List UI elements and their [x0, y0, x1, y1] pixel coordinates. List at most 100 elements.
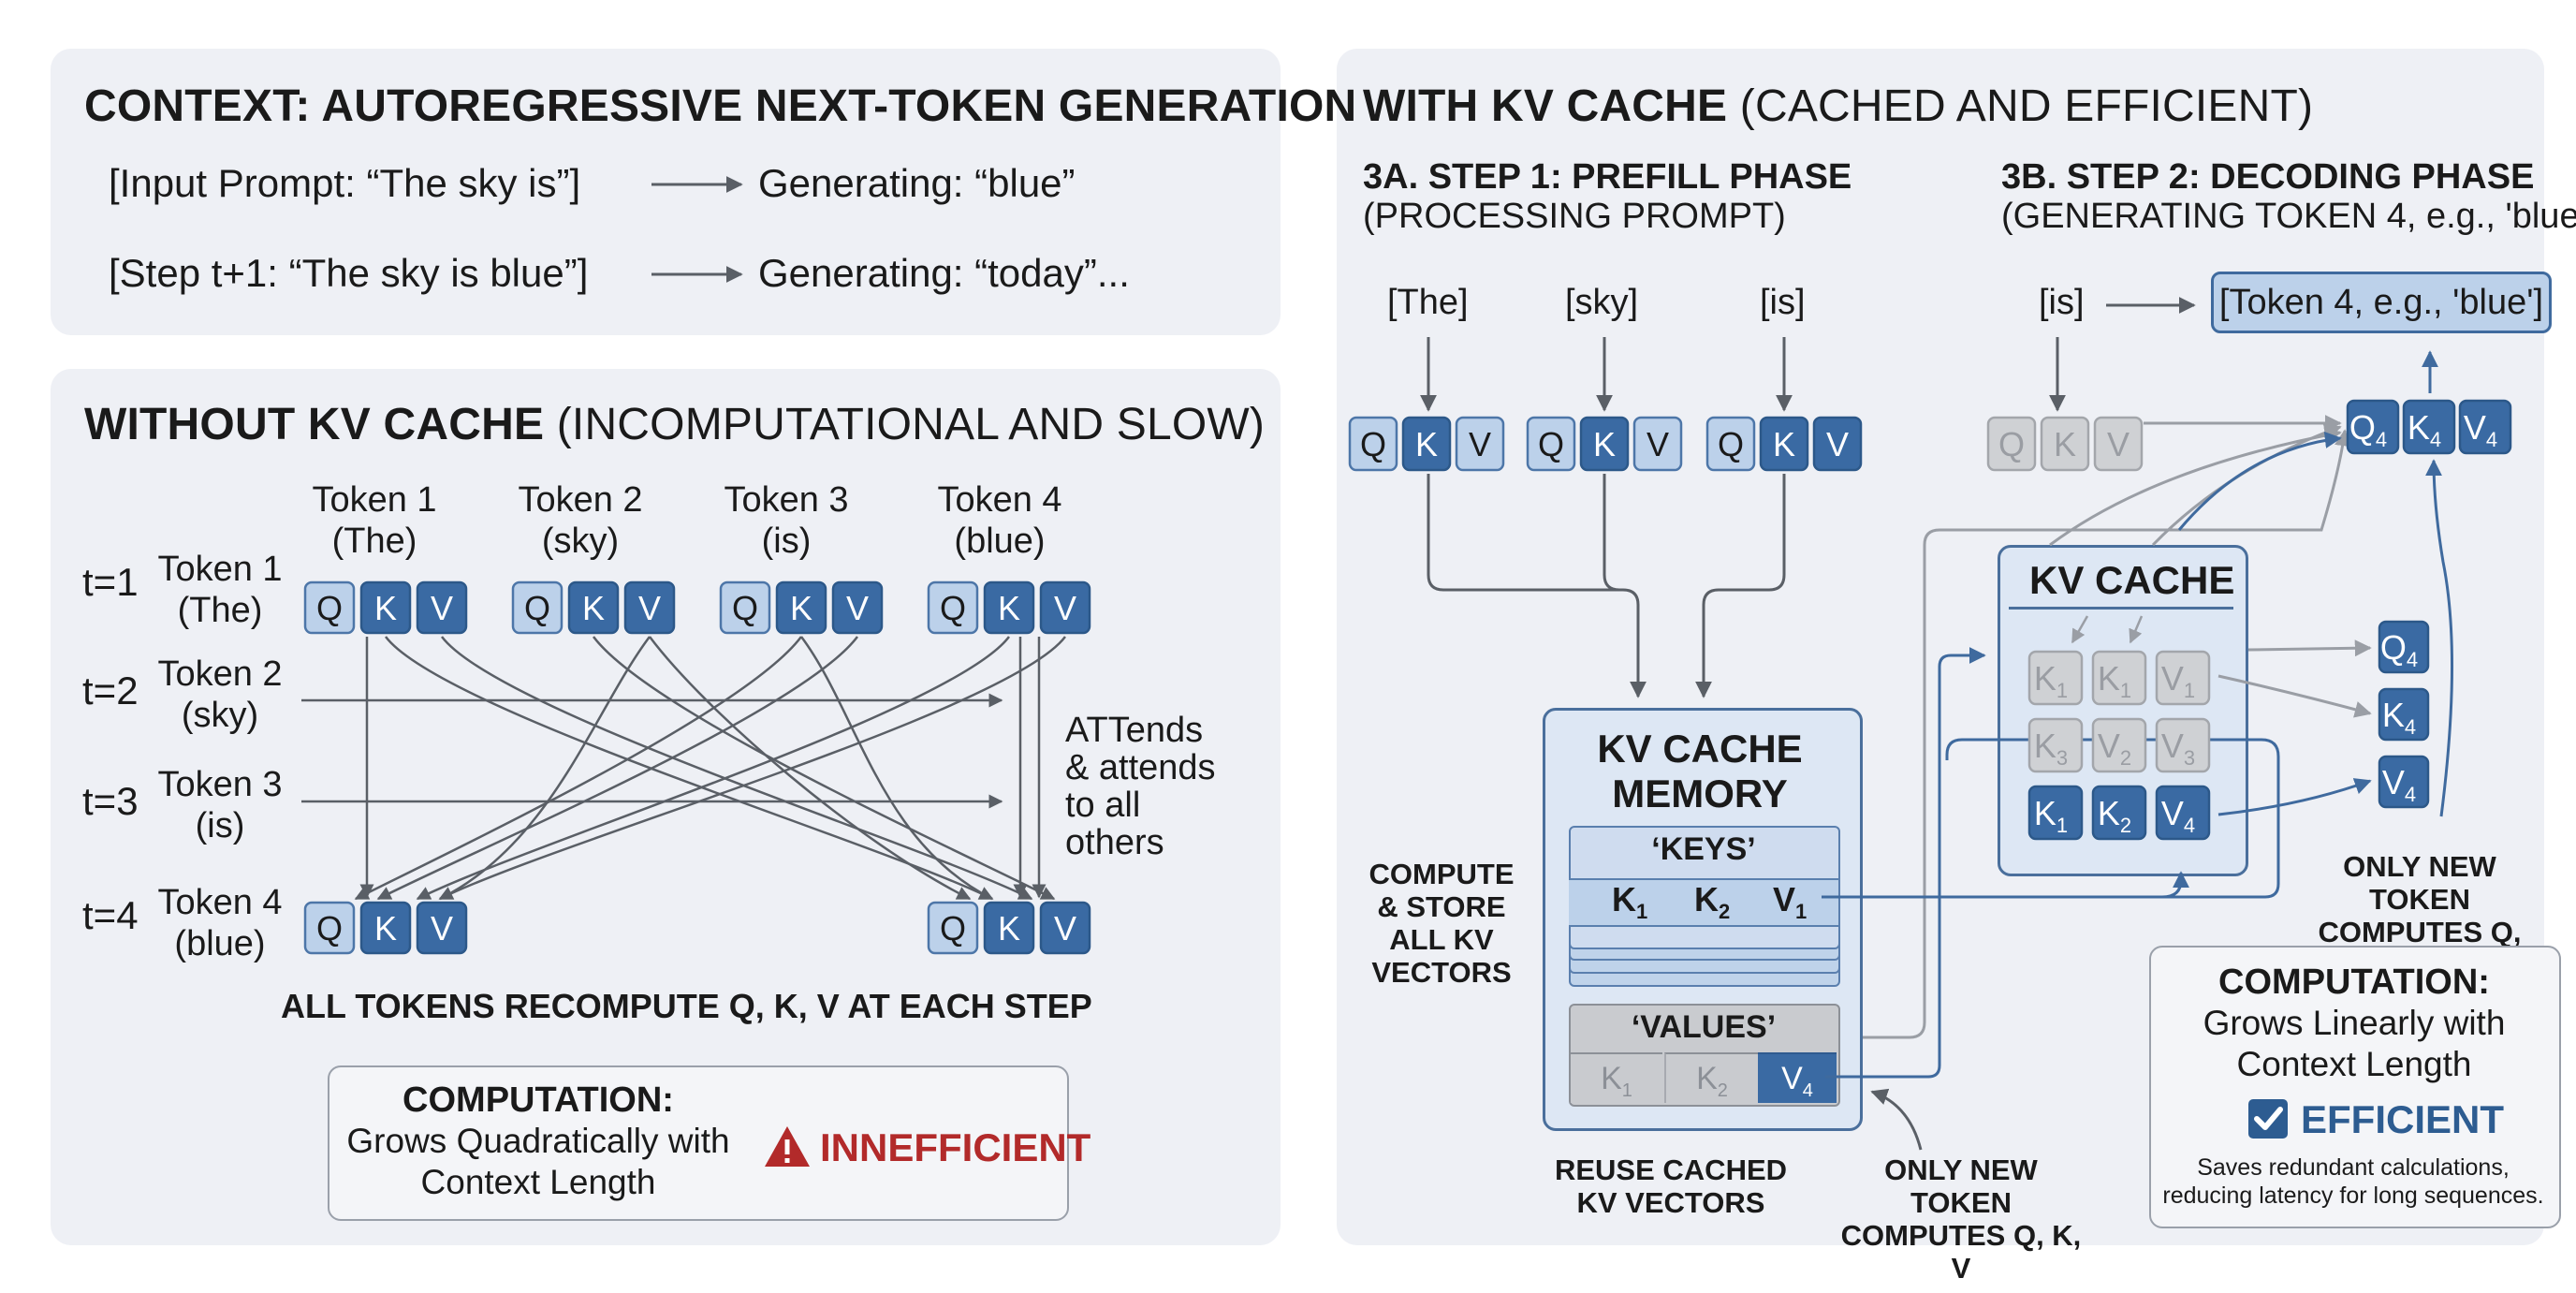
svg-text:Q: Q [316, 589, 343, 627]
svg-text:K: K [374, 909, 397, 948]
token4-qkv-q: Q [927, 580, 979, 635]
cache-to-v4-arrow [2217, 778, 2372, 816]
reuse-note: REUSE CACHED KV VECTORS [1554, 1153, 1788, 1219]
with-computation-text: COMPUTATION: Grows Linearly with Context… [2153, 962, 2555, 1085]
row-token-name: Token 3 [157, 765, 283, 804]
step2-title: 3B. STEP 2: DECODING PHASE [2001, 157, 2535, 197]
cache-in-arrow [2129, 615, 2144, 644]
token2-qkv-k: K [567, 580, 620, 635]
context-title: CONTEXT: AUTOREGRESSIVE NEXT-TOKEN GENER… [84, 81, 1357, 131]
token2-qkv-v: V [623, 580, 676, 635]
svg-text:Q: Q [732, 589, 758, 627]
context-line1-right: Generating: “blue” [758, 161, 1076, 205]
svg-text:Q: Q [1998, 425, 2025, 463]
k-sub: 1 [1636, 900, 1648, 924]
column-header-word: (is) [761, 522, 812, 561]
v-sub: 4 [1802, 1080, 1813, 1101]
k-letter: K [1694, 880, 1719, 918]
row-token-2: Token 2 (sky) [150, 654, 290, 736]
values-v-cell-2: K2 [1664, 1052, 1758, 1103]
column-header-word: (The) [331, 522, 417, 561]
row-step-3: t=3 [82, 779, 139, 823]
svg-text:V: V [1647, 425, 1669, 463]
cache-0-1: K1 [2091, 650, 2147, 706]
k-sub: 2 [1719, 900, 1731, 924]
cache-loop-arrow [1835, 738, 2280, 899]
prefill-to-memory-arrow [1427, 474, 1647, 698]
prefill-token2-v: V [1632, 416, 1683, 472]
svg-text:K: K [998, 909, 1020, 948]
cache-to-new-blue-arrow [2177, 432, 2342, 531]
attends-note: ATTends & attends to all others [1065, 711, 1216, 862]
cache-0-2: V1 [2155, 650, 2211, 706]
column-header-1: Token 1 (The) [309, 479, 440, 562]
prefill-to-memory-arrow [1695, 474, 1786, 698]
cache-to-new-arrow [2049, 427, 2342, 547]
svg-text:V: V [1054, 589, 1076, 627]
pointer-to-v4 [1870, 1088, 1923, 1151]
cache-2-2: V4 [2155, 785, 2211, 841]
prefill-token2-k: K [1579, 416, 1630, 472]
cache-to-k4-arrow [2217, 674, 2372, 718]
prefill-token3-v: V [1812, 416, 1863, 472]
decode-is-k: K [2040, 416, 2090, 472]
row-token-word: (blue) [174, 924, 266, 963]
step4-right-qkv-k: K [983, 901, 1035, 955]
token4-qkv-v: V [1039, 580, 1091, 635]
compute-store-note: COMPUTE & STORE ALL KV VECTORS [1368, 858, 1515, 989]
token2-qkv-q: Q [511, 580, 564, 635]
prefill-token3-k: K [1759, 416, 1809, 472]
svg-text:K: K [790, 589, 812, 627]
values-v-cell-3: V4 [1758, 1052, 1837, 1103]
v-letter: V [1781, 1061, 1803, 1096]
v-sub: 1 [1795, 900, 1808, 924]
values-label: ‘VALUES’ [1631, 1009, 1777, 1045]
recompute-caption: ALL TOKENS RECOMPUTE Q, K, V AT EACH STE… [281, 987, 1092, 1025]
v-letter: K [1696, 1061, 1718, 1096]
svg-text:V: V [1826, 425, 1849, 463]
without-title: WITHOUT KV CACHE (INCOMPUTATIONAL AND SL… [84, 399, 1265, 450]
without-title-bold: WITHOUT KV CACHE [84, 400, 545, 449]
context-line2-right: Generating: “today”... [758, 251, 1130, 295]
svg-text:Q: Q [1538, 425, 1564, 463]
decode-is-q: Q [1986, 416, 2037, 472]
attention-arrow [385, 636, 994, 901]
cache-2-0: K1 [2027, 785, 2084, 841]
token4-qkv-k: K [983, 580, 1035, 635]
row-token-name: Token 4 [157, 883, 283, 922]
kv-cache-memory-title: KV CACHE MEMORY [1597, 727, 1803, 815]
computation-title: COMPUTATION: [2218, 962, 2490, 1002]
context-line1-left: [Input Prompt: “The sky is”] [109, 161, 581, 205]
svg-text:V1: V1 [2161, 659, 2195, 702]
token1-qkv-v: V [416, 580, 468, 635]
with-title-rest: (CACHED AND EFFICIENT) [1739, 81, 2314, 131]
attention-arrow [441, 636, 1033, 901]
attention-arrow [416, 636, 1010, 901]
svg-text:V: V [431, 589, 453, 627]
v-letter: V [1773, 880, 1796, 918]
without-computation-box [328, 1065, 1069, 1221]
attention-arrow [376, 636, 858, 901]
prefill-token3-q: Q [1705, 416, 1756, 472]
computation-desc: Grows Linearly with Context Length [2203, 1004, 2506, 1083]
v-sub: 1 [1621, 1080, 1632, 1101]
svg-text:K: K [1415, 425, 1438, 463]
keys-label: ‘KEYS’ [1651, 831, 1756, 867]
column-header-name: Token 1 [312, 480, 437, 520]
computation-desc: Grows Quadratically with Context Length [346, 1122, 730, 1201]
attention-arrow [438, 636, 1066, 901]
svg-text:K: K [582, 589, 605, 627]
values-v-cell-1: K1 [1571, 1052, 1662, 1103]
svg-text:Q: Q [940, 909, 966, 948]
svg-text:Q: Q [524, 589, 550, 627]
svg-text:K: K [2054, 425, 2076, 463]
kv-cache-title: KV CACHE [2029, 558, 2235, 602]
svg-text:Q: Q [940, 589, 966, 627]
attention-arrow [593, 636, 1056, 901]
attention-arrow [649, 636, 972, 901]
svg-text:V: V [1469, 425, 1491, 463]
svg-text:V: V [638, 589, 661, 627]
row-step-4: t=4 [82, 893, 139, 937]
context-panel [51, 49, 1281, 335]
row-token-1: Token 1 (The) [150, 549, 290, 631]
